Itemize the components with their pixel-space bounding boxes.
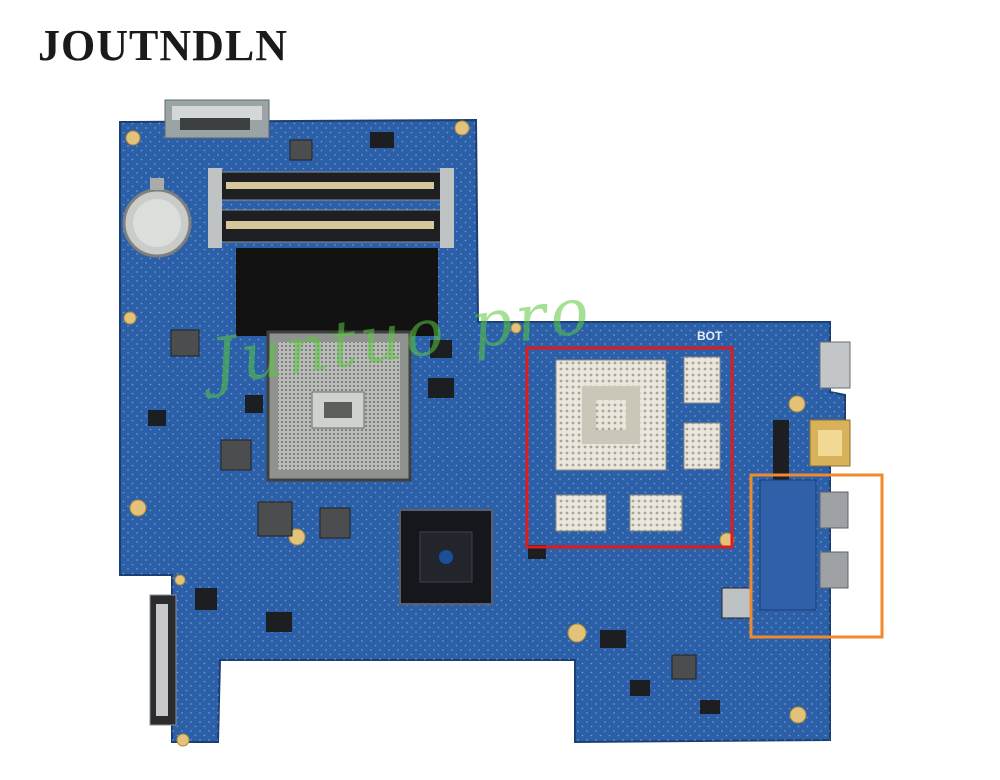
insulator-sheet (236, 248, 438, 336)
io-ports (759, 341, 851, 611)
brand-logo: JOUTNDLN (38, 21, 289, 70)
silkscreen-label: BOT (697, 329, 723, 343)
ports-highlight-box (749, 473, 884, 639)
chipset (399, 509, 493, 605)
small-ics (148, 132, 789, 714)
power-chokes (170, 139, 753, 680)
sata-connector (149, 594, 177, 726)
ram-slots (208, 168, 454, 248)
gpu-highlight-box (525, 346, 734, 549)
gpu-bga (555, 359, 667, 471)
vram-footprints (555, 356, 721, 532)
cpu-socket (266, 330, 412, 482)
